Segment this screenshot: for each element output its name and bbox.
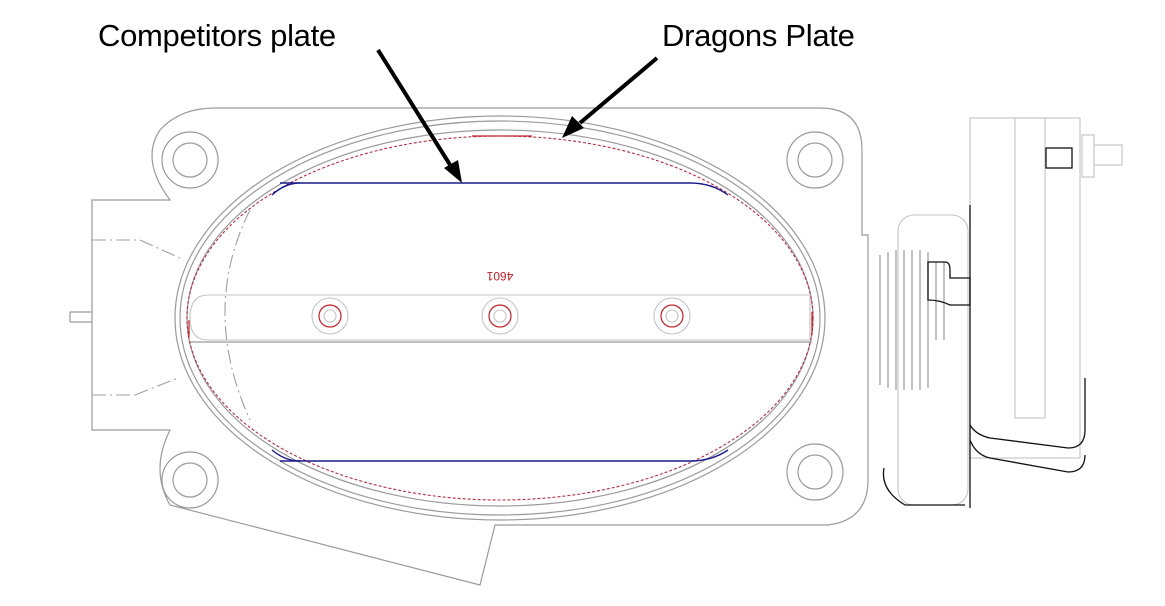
plate-screws (311, 297, 691, 335)
competitors-plate-label: Competitors plate (98, 18, 336, 53)
bore-rings (174, 115, 826, 521)
throttle-shaft (189, 294, 812, 343)
spring-linkage (879, 117, 1123, 508)
dragons-plate (186, 135, 814, 501)
bolt-holes (161, 131, 844, 509)
housing-outline (69, 107, 869, 586)
dragons-plate-label: Dragons Plate (662, 18, 855, 53)
part-number: 4601 (486, 269, 513, 283)
competitors-plate (271, 182, 729, 462)
annotation-arrows (376, 48, 659, 183)
